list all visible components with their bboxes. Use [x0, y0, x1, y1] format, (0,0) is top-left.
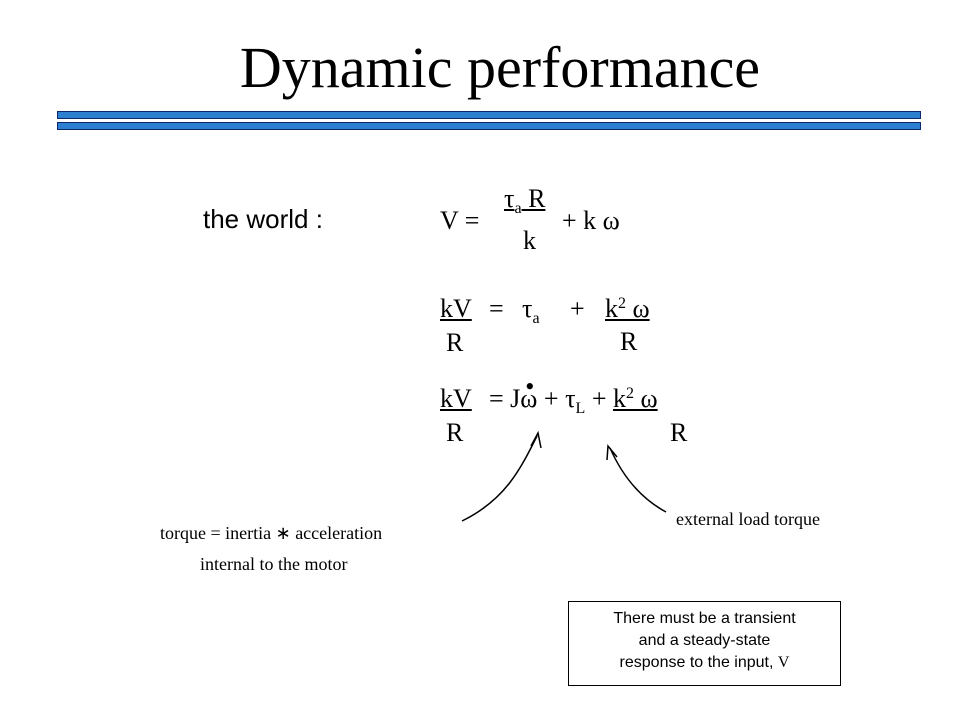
title-rule-bottom — [57, 122, 921, 130]
tau-subscript: L — [575, 400, 586, 417]
eq2-lhs-numerator: kV — [440, 294, 472, 323]
eq2-tau: τa — [522, 294, 540, 328]
eq1-lhs: V = — [440, 206, 480, 235]
eq2-plus: + — [570, 294, 585, 323]
equals-j: = J — [489, 384, 521, 413]
k-symbol: k — [605, 294, 618, 323]
tau-subscript: a — [514, 200, 522, 217]
omega-symbol: ω — [626, 294, 650, 323]
eq3-rhs-denominator: R — [670, 418, 688, 447]
arrow-to-inertia-term — [461, 435, 538, 522]
note-input-variable: V — [777, 654, 790, 671]
tau-symbol: τ — [565, 384, 576, 413]
plus-symbol: + — [537, 384, 566, 413]
eq1-rhs: + k ω — [562, 206, 620, 235]
eq3-lhs-numerator: kV — [440, 384, 472, 413]
eq2-equals: = — [489, 294, 504, 323]
dot-accent-icon: • — [525, 372, 535, 401]
omega-symbol: ω — [633, 384, 658, 413]
resistance-symbol: R — [521, 184, 546, 213]
title-rule-top — [57, 111, 921, 119]
note-line-1: There must be a transient — [613, 610, 796, 627]
k-superscript: 2 — [618, 295, 626, 312]
page-title: Dynamic performance — [239, 35, 761, 100]
tau-symbol: τ — [504, 184, 515, 213]
plus-symbol: + — [585, 384, 613, 413]
note-line-2: and a steady-state — [638, 632, 771, 649]
tau-subscript: a — [532, 310, 540, 327]
arrow-to-load-arrowhead — [606, 444, 618, 461]
eq3-rhs-numerator: k2 ω — [613, 384, 658, 413]
k-superscript: 2 — [625, 385, 634, 402]
eq2-lhs-denominator: R — [446, 328, 464, 357]
note-line-3-text: response to the input, — [619, 654, 774, 671]
k-symbol: k — [612, 384, 626, 413]
eq3-equals-inertia: = Jω• + τL + k2 ω — [489, 372, 658, 418]
the-world-label: the world : — [203, 204, 323, 234]
tau-symbol: τ — [522, 294, 533, 323]
omega-dot: ω• — [520, 372, 538, 413]
annotation-inertia-line2: internal to the motor — [200, 554, 348, 574]
note-line-3: response to the input, V — [569, 652, 840, 674]
arrow-to-load-term — [609, 447, 667, 513]
annotation-inertia-line1: torque = inertia ∗ acceleration — [160, 523, 383, 543]
omega-symbol: ω — [520, 384, 538, 413]
arrow-to-inertia-arrowhead — [530, 430, 542, 449]
eq3-lhs-denominator: R — [446, 418, 464, 447]
transient-note-box: There must be a transient and a steady-s… — [568, 601, 841, 686]
annotation-load-torque: external load torque — [676, 509, 820, 529]
eq2-rhs-denominator: R — [620, 327, 638, 356]
eq2-rhs-numerator: k2 ω — [605, 294, 650, 328]
eq1-numerator: τa R — [504, 184, 545, 218]
eq1-denominator: k — [523, 226, 536, 255]
